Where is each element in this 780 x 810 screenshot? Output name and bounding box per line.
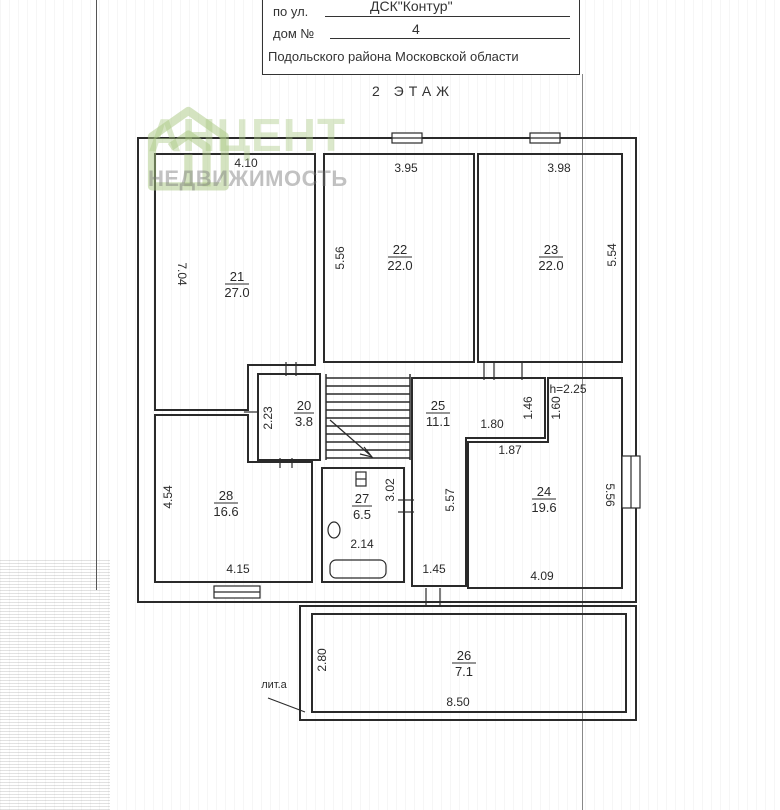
room-area: 3.8 [295,414,313,429]
outer-wall [137,137,637,603]
street-value: ДСК"Контур" [370,0,453,14]
dimension: 7.04 [175,262,189,286]
doors [244,362,523,606]
dimension: 5.57 [443,488,457,512]
dimension: 4.15 [226,562,250,576]
street-underline [325,16,570,17]
room-number: 20 [297,398,311,413]
room-27-outline [321,467,405,583]
room-number: 25 [431,398,445,413]
room-number: 23 [544,242,558,257]
balcony-outer [299,605,637,721]
room-24-outline [467,377,623,589]
dimension: 4.54 [161,485,175,509]
dimension: 5.56 [603,483,617,507]
dimension: 8.50 [446,695,470,709]
toilet [327,521,341,539]
room-area: 7.1 [455,664,473,679]
room-22-outline [323,153,475,363]
room-28-outline [154,414,313,583]
dimension-labels: 4.10 3.95 3.98 h=2.25 1.80 1.87 2.14 4.1… [226,156,587,709]
house-underline [330,38,570,39]
room-number: 27 [355,491,369,506]
watermark-name: АНЦЕНТ [148,109,347,161]
floor-title: 2 ЭТАЖ [372,83,455,99]
room-area: 22.0 [387,258,412,273]
house-value: 4 [412,21,420,37]
dimension: 4.09 [530,569,554,583]
margin-line [582,74,583,810]
room-number: 26 [457,648,471,663]
bathroom-fixtures [327,471,387,579]
dimension: 5.54 [605,243,619,267]
vertical-dimension-labels: 7.04 5.56 5.54 2.23 1.46 1.60 4.54 3.02 … [161,243,619,672]
room-21-outline [154,153,316,411]
dimension: 3.98 [547,161,571,175]
room-number: 21 [230,269,244,284]
room-area: 6.5 [353,507,371,522]
dimension: 1.87 [498,443,522,457]
room-23-outline [477,153,623,363]
dimension: 1.80 [480,417,504,431]
dimension: 3.95 [394,161,418,175]
lit-pointer [267,697,306,713]
dimension: 2.14 [350,537,374,551]
dimension: h=2.25 [549,382,586,396]
walls [137,137,637,721]
address-box [262,0,580,75]
room-area: 11.1 [426,414,450,429]
windows [213,132,641,599]
dimension: 5.56 [333,246,347,270]
room-number: 28 [219,488,233,503]
staircase [325,374,411,460]
dimension: 1.45 [422,562,446,576]
dimension: 2.23 [261,406,275,430]
dimension: 2.80 [315,648,329,672]
dimension: 3.02 [383,478,397,502]
room-20-outline [257,373,321,461]
room-area: 22.0 [538,258,563,273]
district-text: Подольского района Московской области [268,49,519,64]
room-area: 27.0 [224,285,249,300]
room-25-outline [411,377,546,587]
watermark-subtitle: НЕДВИЖИМОСТЬ [148,166,348,191]
room-26-outline [311,613,627,713]
dimension: 1.60 [549,396,563,420]
margin-line [96,0,97,590]
lit-label: лит.а [261,679,287,691]
house-label: дом № [273,26,315,41]
bathtub [329,559,387,579]
room-number: 22 [393,242,407,257]
dimension: 4.10 [234,156,258,170]
scan-artifact [0,560,110,810]
room-number: 24 [537,484,551,499]
dimension: 1.46 [521,396,535,420]
room-labels: 21 27.0 22 22.0 23 22.0 20 3.8 25 11.1 2… [213,242,563,679]
street-label: по ул. [273,4,309,19]
room-area: 16.6 [213,504,238,519]
room-area: 19.6 [531,500,556,515]
